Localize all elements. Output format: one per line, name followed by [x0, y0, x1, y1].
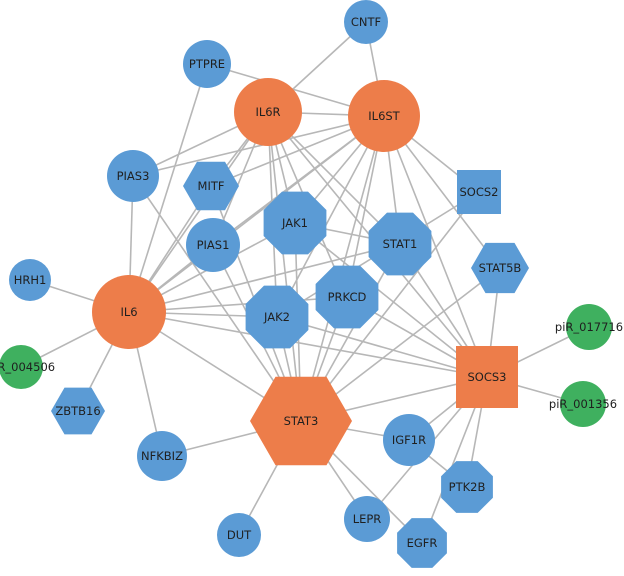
- node-il6r-circle: [234, 78, 302, 146]
- node-egfr[interactable]: EGFR: [397, 518, 447, 568]
- node-pias1-circle: [186, 218, 240, 272]
- node-stat3[interactable]: STAT3: [250, 376, 352, 466]
- node-il6-circle: [92, 275, 166, 349]
- node-pir-001356[interactable]: piR_001356: [549, 381, 617, 427]
- node-stat3-hexagon: [250, 376, 352, 466]
- node-ptk2b-octagon: [441, 461, 493, 513]
- node-ptpre-circle: [183, 40, 231, 88]
- edge-il6st-socs3: [383, 115, 488, 378]
- node-mitf-hexagon: [183, 161, 239, 211]
- node-zbtb16[interactable]: ZBTB16: [51, 387, 105, 435]
- node-nfkbiz[interactable]: NFKBIZ: [137, 431, 187, 481]
- node-ptk2b[interactable]: PTK2B: [441, 461, 493, 513]
- node-prkcd-octagon: [315, 265, 379, 329]
- edge-il6st-pias3: [132, 115, 385, 177]
- node-pir-017716[interactable]: piR_017716: [555, 304, 623, 350]
- node-il6[interactable]: IL6: [92, 275, 166, 349]
- node-il6st-circle: [348, 80, 420, 152]
- node-pias3[interactable]: PIAS3: [107, 150, 159, 202]
- node-igf1r-circle: [383, 414, 435, 466]
- edge-jak1-socs3: [294, 222, 488, 378]
- node-jak1[interactable]: JAK1: [263, 191, 327, 255]
- node-igf1r[interactable]: IGF1R: [383, 414, 435, 466]
- node-jak1-octagon: [263, 191, 327, 255]
- node-jak2-octagon: [245, 285, 309, 349]
- node-lepr[interactable]: LEPR: [344, 496, 390, 542]
- edge-stat1-il6: [128, 243, 401, 313]
- node-stat1-octagon: [368, 212, 432, 276]
- node-hrh1[interactable]: HRH1: [9, 259, 51, 301]
- node-pias3-circle: [107, 150, 159, 202]
- node-dut[interactable]: DUT: [217, 513, 261, 557]
- node-zbtb16-hexagon: [51, 387, 105, 435]
- node-socs3[interactable]: SOCS3: [456, 346, 518, 408]
- edge-il6-socs3: [128, 311, 488, 378]
- node-prkcd[interactable]: PRKCD: [315, 265, 379, 329]
- node-stat1[interactable]: STAT1: [368, 212, 432, 276]
- edge-ptpre-il6: [128, 63, 208, 313]
- node-dut-circle: [217, 513, 261, 557]
- edge-il6r-il6: [128, 111, 269, 313]
- node-nfkbiz-circle: [137, 431, 187, 481]
- node-socs2-square: [457, 170, 501, 214]
- node-jak2[interactable]: JAK2: [245, 285, 309, 349]
- node-stat5b[interactable]: STAT5B: [471, 242, 529, 294]
- edge-il6st-jak2: [276, 115, 385, 318]
- node-cntf-circle: [344, 0, 388, 44]
- node-hrh1-circle: [9, 259, 51, 301]
- edge-il6r-stat3: [267, 111, 302, 422]
- node-cntf[interactable]: CNTF: [344, 0, 388, 44]
- node-pir-004506[interactable]: piR_004506: [0, 345, 55, 389]
- edge-socs2-stat3: [300, 191, 480, 422]
- node-socs2[interactable]: SOCS2: [457, 170, 501, 214]
- node-il6st[interactable]: IL6ST: [348, 80, 420, 152]
- node-lepr-circle: [344, 496, 390, 542]
- node-il6r[interactable]: IL6R: [234, 78, 302, 146]
- node-stat5b-hexagon: [471, 242, 529, 294]
- node-socs3-square: [456, 346, 518, 408]
- node-ptpre[interactable]: PTPRE: [183, 40, 231, 88]
- node-pir-001356-circle: [560, 381, 606, 427]
- node-egfr-octagon: [397, 518, 447, 568]
- node-pias1[interactable]: PIAS1: [186, 218, 240, 272]
- node-pir-004506-circle: [0, 345, 43, 389]
- edge-jak2-socs3: [276, 316, 488, 378]
- edge-pias3-stat3: [132, 175, 302, 422]
- node-pir-017716-circle: [566, 304, 612, 350]
